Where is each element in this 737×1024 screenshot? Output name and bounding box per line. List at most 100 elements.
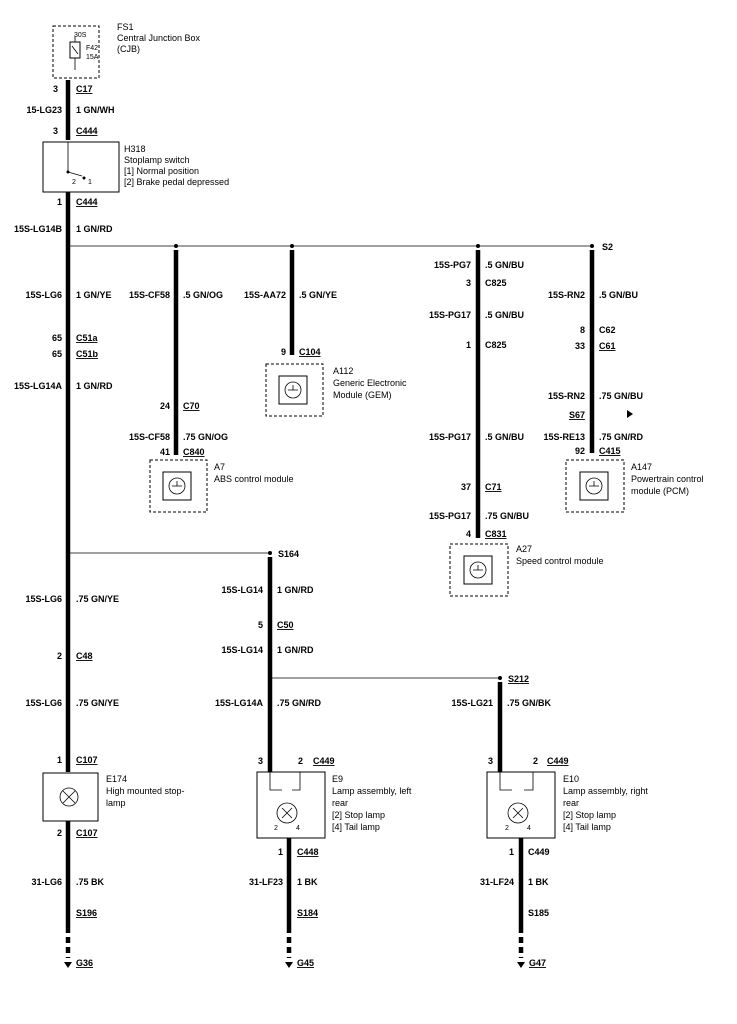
abs-desc1: ABS control module	[214, 474, 294, 484]
main-wire2: 15S-LG14A	[14, 381, 63, 391]
pcm-wire2: 15S-RN2	[548, 391, 585, 401]
abs-wire1: 15S-CF58	[129, 290, 170, 300]
hmsl-pin3: 2	[57, 828, 62, 838]
hmsl-spec2: .75 GN/YE	[76, 698, 119, 708]
right-conn1: C449	[547, 756, 569, 766]
right-pin2: 1	[509, 847, 514, 857]
h318-desc1: Stoplamp switch	[124, 155, 190, 165]
gem-id: A112	[333, 366, 353, 376]
pcm-desc2: module (PCM)	[631, 486, 689, 496]
left-pin4: 1	[278, 847, 283, 857]
abs-control-module	[149, 459, 208, 513]
pcm-spec3: .75 GN/RD	[599, 432, 644, 442]
gem-desc1: Generic Electronic	[333, 378, 407, 388]
ground-icon	[517, 962, 525, 968]
hmsl-conn3: C107	[76, 828, 98, 838]
spd-pin2: 1	[466, 340, 471, 350]
pcm-conn1: C62	[599, 325, 616, 335]
h318-pin-out: 1	[57, 197, 62, 207]
main-pin-a: 65	[52, 333, 62, 343]
pcm-desc1: Powertrain control	[631, 474, 704, 484]
ground-icon	[285, 962, 293, 968]
spd-spec1: .5 GN/BU	[485, 260, 524, 270]
left-desc3: [2] Stop lamp	[332, 810, 385, 820]
spd-conn3: C71	[485, 482, 502, 492]
fs1-wire-spec: 1 GN/WH	[76, 105, 115, 115]
fs1-wire: 15-LG23	[26, 105, 62, 115]
hmsl-pin2: 1	[57, 755, 62, 765]
left-wire4: 31-LF23	[249, 877, 283, 887]
hmsl-conn2: C107	[76, 755, 98, 765]
hmsl-conn1: C48	[76, 651, 93, 661]
spd-conn1: C825	[485, 278, 507, 288]
right-spec1: .75 GN/BK	[507, 698, 552, 708]
left-conn1: C50	[277, 620, 294, 630]
right-in2: 2	[505, 825, 509, 832]
right-in4: 4	[527, 825, 531, 832]
right-ground: G47	[529, 958, 546, 968]
pcm-conn3: C415	[599, 446, 621, 456]
h318-desc3: [2] Brake pedal depressed	[124, 177, 229, 187]
pcm-pin3: 92	[575, 446, 585, 456]
main-pin-b: 65	[52, 349, 62, 359]
gem-spec1: .5 GN/YE	[299, 290, 337, 300]
lower-splice: S164	[278, 549, 299, 559]
left-wire1: 15S-LG14	[221, 585, 263, 595]
continuation-arrow-icon	[627, 410, 633, 418]
fs1-pin-out: 3	[53, 84, 58, 94]
pcm-pin1: 8	[580, 325, 585, 335]
left-id: E9	[332, 774, 343, 784]
main-conn-b: C51b	[76, 349, 99, 359]
abs-conn2: C840	[183, 447, 205, 457]
right-splice-top: S212	[508, 674, 529, 684]
left-desc4: [4] Tail lamp	[332, 822, 380, 832]
powertrain-control-module	[565, 459, 625, 513]
spd-wire1: 15S-PG7	[434, 260, 471, 270]
pcm-id: A147	[631, 462, 652, 472]
left-pin3: 3	[258, 756, 263, 766]
stoplamp-switch: 2 1	[42, 141, 120, 193]
gem-pin1: 9	[281, 347, 286, 357]
left-spec1: 1 GN/RD	[277, 585, 314, 595]
left-ground: G45	[297, 958, 314, 968]
left-splice: S184	[297, 908, 318, 918]
left-wire3: 15S-LG14A	[215, 698, 264, 708]
spd-id: A27	[516, 544, 532, 554]
generic-electronic-module	[265, 363, 324, 417]
main-wire1: 15S-LG6	[25, 290, 62, 300]
left-spec2: 1 GN/RD	[277, 645, 314, 655]
central-junction-box: 30S F42 15A FS1 Central Junction Box (CJ…	[52, 22, 201, 79]
bus-splice-s2: S2	[602, 242, 613, 252]
abs-spec2: .75 GN/OG	[183, 432, 228, 442]
abs-wire2: 15S-CF58	[129, 432, 170, 442]
high-mounted-stoplamp	[42, 772, 99, 822]
h318-pin-in: 3	[53, 126, 58, 136]
h318-conn-out: C444	[76, 197, 98, 207]
right-pin1: 3	[488, 756, 493, 766]
h318-wire-spec: 1 GN/RD	[76, 224, 113, 234]
right-desc4: [4] Tail lamp	[563, 822, 611, 832]
hmsl-wire1: 15S-LG6	[25, 594, 62, 604]
h318-pos2: 2	[72, 179, 76, 186]
left-spec3: .75 GN/RD	[277, 698, 322, 708]
ground-icon	[64, 962, 72, 968]
left-conn3: C449	[313, 756, 335, 766]
spd-spec3: .5 GN/BU	[485, 432, 524, 442]
main-spec1: 1 GN/YE	[76, 290, 112, 300]
speed-control-module	[449, 543, 509, 597]
right-conn2: C449	[528, 847, 550, 857]
right-id: E10	[563, 774, 579, 784]
fs1-amp: 15A	[86, 54, 99, 61]
left-pin3b: 2	[298, 756, 303, 766]
abs-id: A7	[214, 462, 225, 472]
spd-conn2: C825	[485, 340, 507, 350]
gem-desc2: Module (GEM)	[333, 390, 392, 400]
right-rear-lamp-assembly: 2 4	[486, 771, 556, 839]
spd-wire4: 15S-PG17	[429, 511, 471, 521]
right-desc1: Lamp assembly, right	[563, 786, 648, 796]
h318-conn-in: C444	[76, 126, 98, 136]
left-in4: 4	[296, 825, 300, 832]
fs1-pin: 30S	[74, 32, 87, 39]
fs1-fuse: F42	[86, 45, 98, 52]
fs1-desc2: (CJB)	[117, 44, 140, 54]
